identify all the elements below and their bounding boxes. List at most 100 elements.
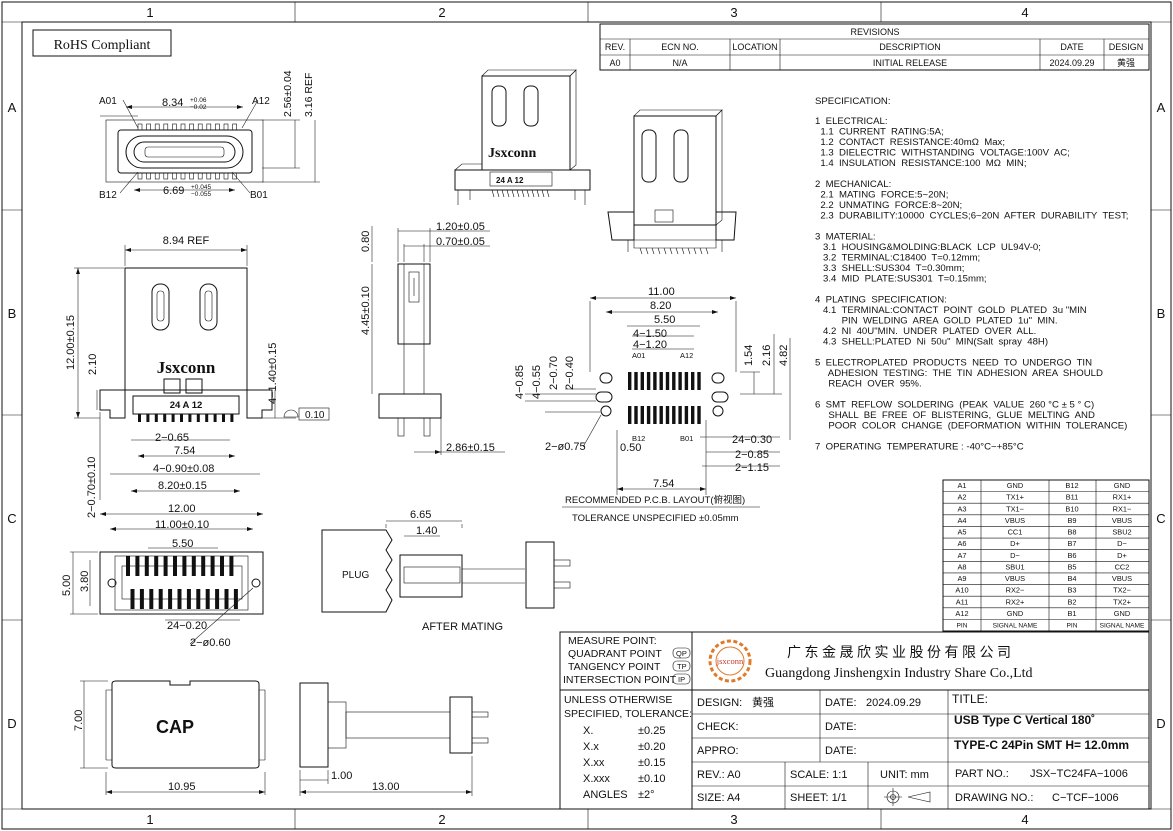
top-width-2-tol-dn: −0.055	[191, 191, 211, 198]
tolerance-head-1: UNLESS OTHERWISE	[564, 694, 672, 706]
pcb-v-7: 4.82	[778, 345, 790, 366]
pcb-offset-4: 2−1.15	[735, 462, 769, 474]
measure-intersection: INTERSECTION POINT	[563, 674, 677, 686]
spec-line: POOR COLOR CHANGE (DEFORMATION WITHIN TO…	[815, 421, 1127, 432]
pin-cell: B8	[1067, 528, 1076, 537]
pin-cell: B9	[1067, 516, 1076, 525]
pin-cell: A1	[957, 481, 966, 490]
zone-right-d: D	[1156, 716, 1165, 731]
top-b01: B01	[250, 190, 268, 201]
pcb-dim-5: 4−1.20	[633, 339, 667, 351]
spec-line: 3.4 MID PLATE:SUS301 T=0.15mm;	[815, 274, 987, 285]
rev-row-rev: A0	[609, 58, 620, 68]
pin-cell: CC2	[1115, 562, 1130, 571]
appro-label: APPRO:	[697, 745, 739, 757]
check-label: CHECK:	[697, 721, 739, 733]
pin-cell: D+	[1117, 551, 1127, 560]
spec-line: 3.2 TERMINAL:C18400 T=0.12mm;	[815, 253, 980, 264]
iso-view-1-leads	[491, 189, 550, 198]
pin-cell: TX1−	[1006, 504, 1024, 513]
measure-point-heading: MEASURE POINT:	[568, 635, 657, 647]
top-width-2: 6.69	[163, 185, 184, 197]
pin-cell: D+	[1010, 539, 1020, 548]
pcb-offset-2: 24−0.30	[732, 434, 772, 446]
pin-cell: B7	[1067, 539, 1076, 548]
pcb-v-1: 4−0.85	[514, 365, 526, 399]
spec-line: REACH OVER 95%.	[815, 379, 922, 390]
tolerance-rows: X.±0.25X.x±0.20X.xx±0.15X.xxx±0.10ANGLES…	[583, 725, 665, 801]
pcb-b12: B12	[632, 434, 645, 443]
zone-bottom-1: 1	[146, 812, 153, 827]
side-thickness-1: 1.20±0.05	[436, 221, 485, 233]
projection-symbol-icon	[884, 788, 931, 806]
bottom-pads-label: 24−0.20	[167, 620, 207, 632]
cap-label: CAP	[156, 717, 194, 737]
front-tab-width: 4−0.90±0.08	[153, 463, 214, 475]
spec-line	[815, 389, 818, 400]
zone-labels: 1 2 3 4 1 2 3 4 A B C D A B C D	[7, 5, 1165, 827]
pcb-offset-5: 7.54	[653, 478, 674, 490]
spec-line: 1 ELECTRICAL:	[815, 116, 888, 127]
pin-cell: TX2−	[1113, 586, 1131, 595]
rev-row-ecn: N/A	[672, 58, 687, 68]
pin-cell: B3	[1067, 586, 1076, 595]
iso-view-2	[607, 109, 737, 255]
pin-cell: GND	[1007, 609, 1023, 618]
pin-footer-cell: PIN	[957, 623, 968, 630]
drawing-no-value: C−TCF−1006	[1052, 792, 1119, 804]
pcb-dim-4: 4−1.50	[633, 328, 667, 340]
title-line-2: TYPE-C 24Pin SMT H= 12.0mm	[954, 738, 1129, 752]
pin-cell: A12	[955, 609, 968, 618]
revisions-table: REVISIONS REV. ECN NO. LOCATION DESCRIPT…	[599, 23, 1150, 71]
pin-cell: A8	[957, 562, 966, 571]
design-value: 黄强	[752, 695, 774, 709]
spec-line: 4.1 TERMINAL:CONTACT POINT GOLD PLATED 3…	[815, 305, 1087, 316]
front-flatness: 0.10	[305, 410, 325, 421]
pin-cell: A5	[957, 528, 966, 537]
company-name-en: Guangdong Jinshengxin Industry Share Co.…	[765, 666, 1033, 681]
top-b12: B12	[99, 190, 117, 201]
top-height-1: 2.56±0.04	[282, 70, 294, 117]
pin-cell: A11	[956, 597, 969, 606]
rev-col-location: LOCATION	[732, 42, 777, 52]
spec-line: 1.2 CONTACT RESISTANCE:40mΩ Max;	[815, 137, 1005, 148]
pin-cell: RX1+	[1113, 493, 1132, 502]
pin-footer-cell: PIN	[1067, 623, 1078, 630]
company-name-cn: 广 东 金 晟 欣 实 业 股 份 有 限 公 司	[787, 645, 1011, 661]
tolerance-value: ±0.25	[638, 725, 665, 737]
rev-col-description: DESCRIPTION	[879, 42, 941, 52]
appro-date-label: DATE:	[825, 745, 857, 757]
pcb-offset-3: 2−0.85	[735, 449, 769, 461]
spec-line: 6 SMT REFLOW SOLDERING (PEAK VALUE 260 °…	[815, 400, 1094, 411]
front-tab-height: 4−1.40±0.15	[267, 343, 279, 404]
tolerance-key: X.	[583, 725, 593, 737]
pcb-tolerance: TOLERANCE UNSPECIFIED ±0.05mm	[572, 513, 739, 524]
measure-quadrant: QUADRANT POINT	[568, 648, 662, 660]
spec-line: 4 PLATING SPECIFICATION:	[815, 295, 947, 306]
tolerance-key: ANGLES	[583, 789, 628, 801]
top-a01: A01	[99, 96, 117, 107]
side-width: 2.86±0.15	[446, 442, 495, 454]
rev-col-design: DESIGN	[1109, 42, 1144, 52]
iso-mark: 24 A 12	[496, 176, 524, 185]
spec-line: ADHESION TESTING: THE TIN ADHESION AREA …	[815, 368, 1103, 379]
zone-left-a: A	[8, 100, 17, 115]
pin-cell: VBUS	[1005, 516, 1025, 525]
zone-bottom-2: 2	[438, 812, 445, 827]
pin-cell: A6	[957, 539, 966, 548]
date-value: 2024.09.29	[866, 697, 921, 709]
title-label: TITLE:	[952, 692, 988, 706]
pin-cell: GND	[1114, 481, 1130, 490]
part-no-label: PART NO.:	[955, 768, 1009, 780]
front-brand: Jsxconn	[157, 358, 216, 377]
top-width-1-tol-dn: −0.02	[190, 104, 207, 111]
pin-cell: B6	[1067, 551, 1076, 560]
top-width-1-tol-up: +0.06	[190, 97, 207, 104]
side-height-1: 0.80	[360, 231, 372, 252]
title-line-1: USB Type C Vertical 180˚	[954, 713, 1095, 727]
spec-line: 3.3 SHELL:SUS304 T=0.30mm;	[815, 263, 964, 274]
rev-col-rev: REV.	[605, 42, 625, 52]
cap-height: 7.00	[73, 710, 85, 731]
